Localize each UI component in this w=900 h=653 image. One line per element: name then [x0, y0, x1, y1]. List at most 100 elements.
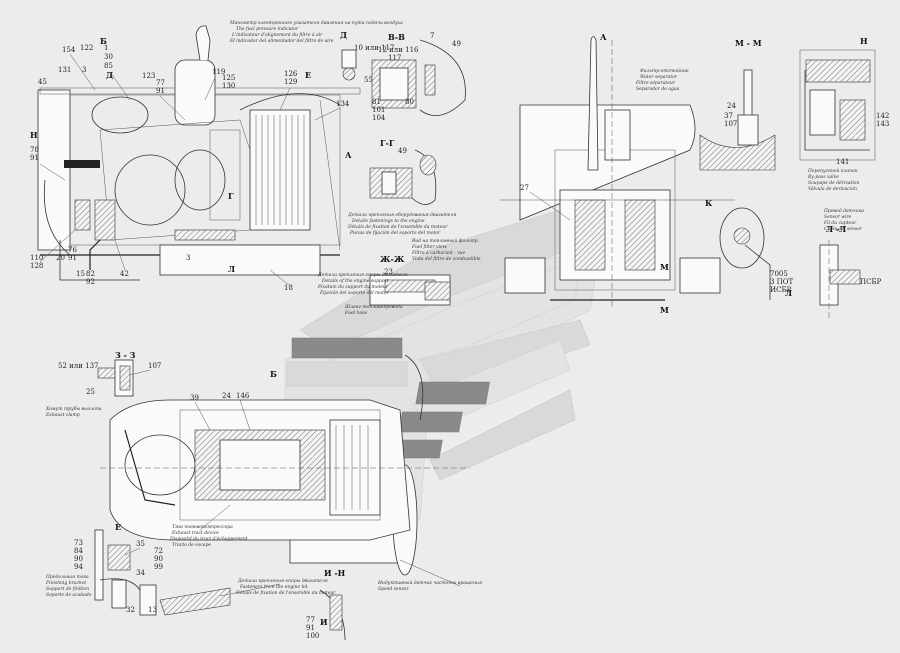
- callout: 32: [126, 606, 135, 614]
- callout: 3: [82, 66, 86, 74]
- callout: 123: [142, 72, 155, 80]
- callout: 141: [836, 158, 849, 166]
- note: Fuel hose: [344, 310, 367, 316]
- callout: 24: [222, 392, 231, 400]
- note: Детали крепления опоры двигателя: [237, 578, 328, 584]
- detail-zz-section: [97, 359, 134, 397]
- label-view-k: К: [705, 198, 713, 208]
- callout: 99: [154, 563, 163, 571]
- callout: 107: [724, 120, 737, 128]
- tractor-front-view: [500, 36, 735, 310]
- callout: 34: [136, 569, 145, 577]
- note: Фильтр-отстойник: [640, 68, 689, 74]
- note: Вид на топливный фильтр: [411, 237, 478, 244]
- callout: 23: [384, 268, 393, 276]
- callout: 49: [452, 40, 461, 48]
- callout: 25: [86, 388, 95, 396]
- detail-gg-section: [369, 149, 437, 205]
- part-callouts: 154 122 1 30 85 131 3 45 123 77 91 119 1…: [30, 32, 889, 640]
- note: Тяга пневмокомпрессора: [172, 524, 233, 530]
- label-section-ll: Л -Л: [826, 224, 846, 234]
- note: Vista del filtro de combustible: [412, 256, 481, 262]
- callout: 84: [74, 547, 83, 555]
- note: Details fastenings to the engine: [351, 218, 425, 224]
- callout: 77: [156, 79, 165, 87]
- label-section-in: И -Н: [324, 568, 346, 578]
- label-view-l: Л: [228, 264, 235, 274]
- detail-in-section: [319, 589, 346, 641]
- note: Support de finition: [46, 586, 89, 592]
- callout: 126: [284, 70, 298, 78]
- callout: ИСБР: [770, 286, 792, 294]
- callout: 101: [372, 106, 385, 114]
- label-view-d: Д: [106, 70, 113, 80]
- detail-zhzh-section: [369, 274, 451, 306]
- callout: 100: [306, 632, 319, 640]
- label-view-l2: Л: [785, 288, 792, 298]
- radiator-core-top: [335, 425, 369, 510]
- detail-vv-section: [371, 39, 466, 117]
- callout: 143: [876, 120, 889, 128]
- note: Fijación del soporte del motor: [319, 289, 390, 296]
- callout: 91: [30, 154, 39, 162]
- callout: 24: [727, 102, 736, 110]
- detail-ll-section: [819, 240, 861, 320]
- callout: 77: [306, 616, 315, 624]
- label-view-b: Б: [100, 36, 107, 46]
- label-view-b-bottom: Б: [270, 369, 277, 379]
- note: Продольная тяга: [45, 574, 89, 580]
- callout: 45: [38, 78, 47, 86]
- note: Soupape de dérivation: [808, 179, 860, 186]
- note: Exhaust tract device: [171, 530, 219, 536]
- note: Шланг топливопровода: [344, 304, 403, 310]
- callout: 13: [148, 606, 157, 614]
- detail-k-bracket: [719, 207, 771, 300]
- label-view-a: А: [345, 150, 352, 160]
- note: El indicador del alimentador del filtro …: [229, 38, 334, 44]
- callout: 1: [104, 44, 108, 52]
- label-section-zhzh: Ж-Ж: [380, 254, 405, 264]
- detail-e-bottom: [94, 529, 141, 609]
- note: By-pass valve: [807, 174, 839, 180]
- callout: 104: [372, 114, 386, 122]
- view-labels: Б Д Е А Н Г Л А Н К М М Л Б Е И В-В Д М …: [30, 30, 868, 627]
- callout: 20: [56, 254, 65, 262]
- note: Piezas de fijación del soporte del motor: [349, 229, 441, 236]
- engine-side-view: [37, 25, 361, 281]
- callout: 12 или 116: [378, 46, 419, 54]
- callout: 82: [86, 270, 95, 278]
- multilingual-notes: Манометр электронного указателя давления…: [45, 20, 864, 598]
- callout: 30: [104, 53, 113, 61]
- note: Cable del sensor: [824, 226, 863, 232]
- callout: 7005: [770, 270, 788, 278]
- label-view-h: Н: [30, 130, 38, 140]
- label-view-m-left: М: [660, 262, 669, 272]
- callout: 18: [284, 284, 293, 292]
- callout: 119: [212, 68, 225, 76]
- callout: 49: [398, 147, 407, 155]
- callout: 92: [86, 278, 95, 286]
- callout: 7: [430, 32, 434, 40]
- callout: 131: [58, 66, 71, 74]
- callout: 91: [306, 624, 315, 632]
- callout: 42: [120, 270, 129, 278]
- callout: 117: [388, 54, 401, 62]
- note: Хомут трубы выхлопа: [45, 405, 102, 412]
- callout: 129: [284, 78, 297, 86]
- callout: 80: [405, 98, 414, 106]
- callout: 3 ПОТ: [770, 278, 794, 286]
- callout: 52 или 137: [58, 362, 99, 370]
- detail-h-fuel-lines: [799, 49, 876, 161]
- note: Fixation du support du moteur: [317, 284, 389, 290]
- callout: 128: [30, 262, 43, 270]
- callout: 76: [68, 246, 77, 254]
- callout: 10 или 117: [354, 44, 395, 52]
- note: Индуктивный датчик частоты вращения: [377, 580, 482, 586]
- label-view-a-top: А: [600, 32, 607, 42]
- label-view-i: И: [320, 617, 328, 627]
- note: Dispositif du tract d'échappement: [169, 535, 248, 542]
- callout: 85: [104, 62, 113, 70]
- callout: 125: [222, 74, 235, 82]
- note: Détails de fixation de l'ensemble du mot…: [235, 589, 336, 596]
